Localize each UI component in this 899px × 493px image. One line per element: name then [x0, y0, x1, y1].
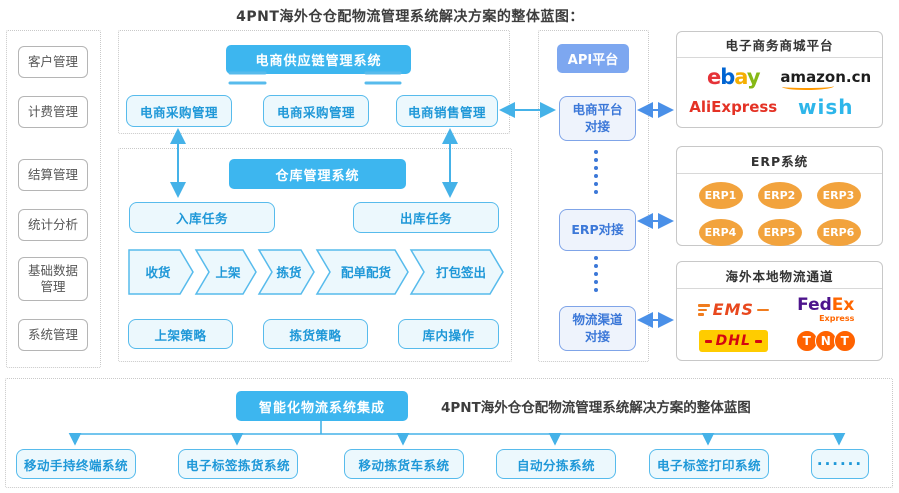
node-shelving-strategy: 上架策略 — [128, 319, 233, 349]
amazon-smile-arrow-icon — [782, 83, 835, 90]
bottom-integration-panel: 智能化物流系统集成 4PNT海外仓仓配物流管理系统解决方案的整体蓝图 移动手持终… — [5, 378, 893, 488]
smart-logistics-header: 智能化物流系统集成 — [236, 391, 408, 421]
tnt-logo: T N T — [795, 330, 856, 353]
logistics-channels-header: 海外本地物流通道 — [677, 262, 882, 289]
node-logistics-connect: 物流渠道 对接 — [559, 306, 636, 351]
fedex-logo: FedEx Express — [797, 294, 855, 323]
node-ecom-platform-connect: 电商平台 对接 — [559, 96, 636, 141]
api-platform-header: API平台 — [557, 44, 629, 73]
erp-node: ERP3 — [816, 182, 861, 209]
erp-node: ERP2 — [757, 182, 802, 209]
node-mobile-pick-cart: 移动拣货车系统 — [344, 449, 464, 479]
fedex-ex-text: Ex — [831, 294, 855, 315]
dhl-logo: DHL — [698, 330, 768, 353]
ecommerce-malls-logos: ebay amazon.cn AliExpress wish — [677, 58, 882, 126]
fedex-express-text: Express — [819, 313, 855, 323]
amazon-text: amazon.cn — [780, 68, 872, 86]
flow-label: 拣货 — [276, 265, 302, 280]
node-customer-mgmt: 客户管理 — [18, 46, 88, 78]
dhl-text: DHL — [715, 333, 751, 350]
node-etag-picking: 电子标签拣货系统 — [178, 449, 298, 479]
node-billing-mgmt: 计费管理 — [18, 96, 88, 128]
node-outbound-task: 出库任务 — [353, 202, 499, 233]
flow-label: 配单配货 — [341, 265, 392, 280]
logistics-logos: EMS FedEx Express DHL T N T — [677, 289, 882, 360]
flow-label: 收货 — [145, 265, 171, 280]
aliexpress-logo: AliExpress — [689, 98, 778, 116]
erp-systems-header: ERP系统 — [677, 147, 882, 174]
left-menu-panel: 客户管理 计费管理 结算管理 统计分析 基础数据 管理 系统管理 — [6, 30, 101, 368]
node-inwarehouse-ops: 库内操作 — [398, 319, 499, 349]
ebay-letter: a — [734, 65, 747, 89]
node-auto-sorting: 自动分拣系统 — [496, 449, 616, 479]
warehouse-panel: 仓库管理系统 入库任务 出库任务 收货 上架 拣货 配单配货 打包签出 上架策略… — [118, 148, 512, 362]
amazon-logo: amazon.cn — [780, 68, 872, 90]
ems-logo: EMS — [697, 300, 769, 320]
node-inbound-task: 入库任务 — [129, 202, 275, 233]
dhl-dash-icon — [704, 339, 712, 343]
erp-node: ERP1 — [698, 182, 743, 209]
node-ecom-purchase-1: 电商采购管理 — [126, 95, 232, 127]
node-system-mgmt: 系统管理 — [18, 319, 88, 351]
ems-stripes-icon — [697, 302, 710, 318]
node-erp-connect: ERP对接 — [559, 209, 636, 251]
erp-systems-box: ERP系统 ERP1 ERP2 ERP3 ERP4 ERP5 ERP6 — [676, 146, 883, 246]
flow-chevron-pack — [409, 249, 504, 295]
ems-text: EMS — [712, 300, 754, 320]
page-title: 4PNT海外仓仓配物流管理系统解决方案的整体蓝图： — [236, 9, 584, 25]
erp-node: ERP4 — [698, 219, 743, 246]
ebay-logo: ebay — [706, 65, 761, 89]
node-base-data-mgmt: 基础数据 管理 — [18, 257, 88, 301]
fedex-fed-text: Fed — [797, 294, 832, 315]
node-statistics: 统计分析 — [18, 209, 88, 241]
api-panel: API平台 电商平台 对接 ERP对接 物流渠道 对接 — [538, 30, 649, 362]
dhl-dash-icon — [754, 339, 762, 343]
ebay-letter: b — [720, 65, 735, 89]
ebay-letter: y — [746, 65, 761, 89]
node-handheld-terminal: 移动手持终端系统 — [16, 449, 136, 479]
tnt-letter: T — [833, 330, 856, 353]
warehouse-flow: 收货 上架 拣货 配单配货 打包签出 — [128, 249, 504, 295]
node-etag-printing: 电子标签打印系统 — [649, 449, 769, 479]
ecommerce-malls-header: 电子商务商城平台 — [677, 32, 882, 58]
node-ecom-purchase-2: 电商采购管理 — [263, 95, 369, 127]
supply-chain-panel: 电商供应链管理系统 电商采购管理 电商采购管理 电商销售管理 — [118, 30, 510, 134]
erp-node: ERP6 — [816, 219, 861, 246]
flow-chevron-pick — [257, 249, 315, 295]
flow-chevron-shelve — [194, 249, 257, 295]
bottom-caption: 4PNT海外仓仓配物流管理系统解决方案的整体蓝图 — [441, 400, 751, 416]
erp-grid: ERP1 ERP2 ERP3 ERP4 ERP5 ERP6 — [677, 174, 882, 246]
logistics-channels-box: 海外本地物流通道 EMS FedEx Express DHL T N T — [676, 261, 883, 361]
node-ecom-sales: 电商销售管理 — [396, 95, 498, 127]
flow-label: 上架 — [215, 265, 241, 280]
tnt-letter: T — [795, 330, 818, 353]
flow-chevron-allocate — [315, 249, 409, 295]
supply-chain-header: 电商供应链管理系统 — [226, 45, 411, 74]
node-settlement-mgmt: 结算管理 — [18, 159, 88, 191]
node-picking-strategy: 拣货策略 — [263, 319, 368, 349]
flow-chevron-receive — [128, 249, 194, 295]
ecommerce-malls-box: 电子商务商城平台 ebay amazon.cn AliExpress wish — [676, 31, 883, 128]
node-more-systems: ······ — [811, 449, 869, 479]
warehouse-header: 仓库管理系统 — [229, 159, 406, 189]
erp-node: ERP5 — [757, 219, 802, 246]
ems-stripes-icon — [756, 307, 769, 314]
flow-label: 打包签出 — [436, 265, 486, 280]
ebay-letter: e — [706, 65, 721, 89]
wish-logo: wish — [798, 95, 854, 119]
